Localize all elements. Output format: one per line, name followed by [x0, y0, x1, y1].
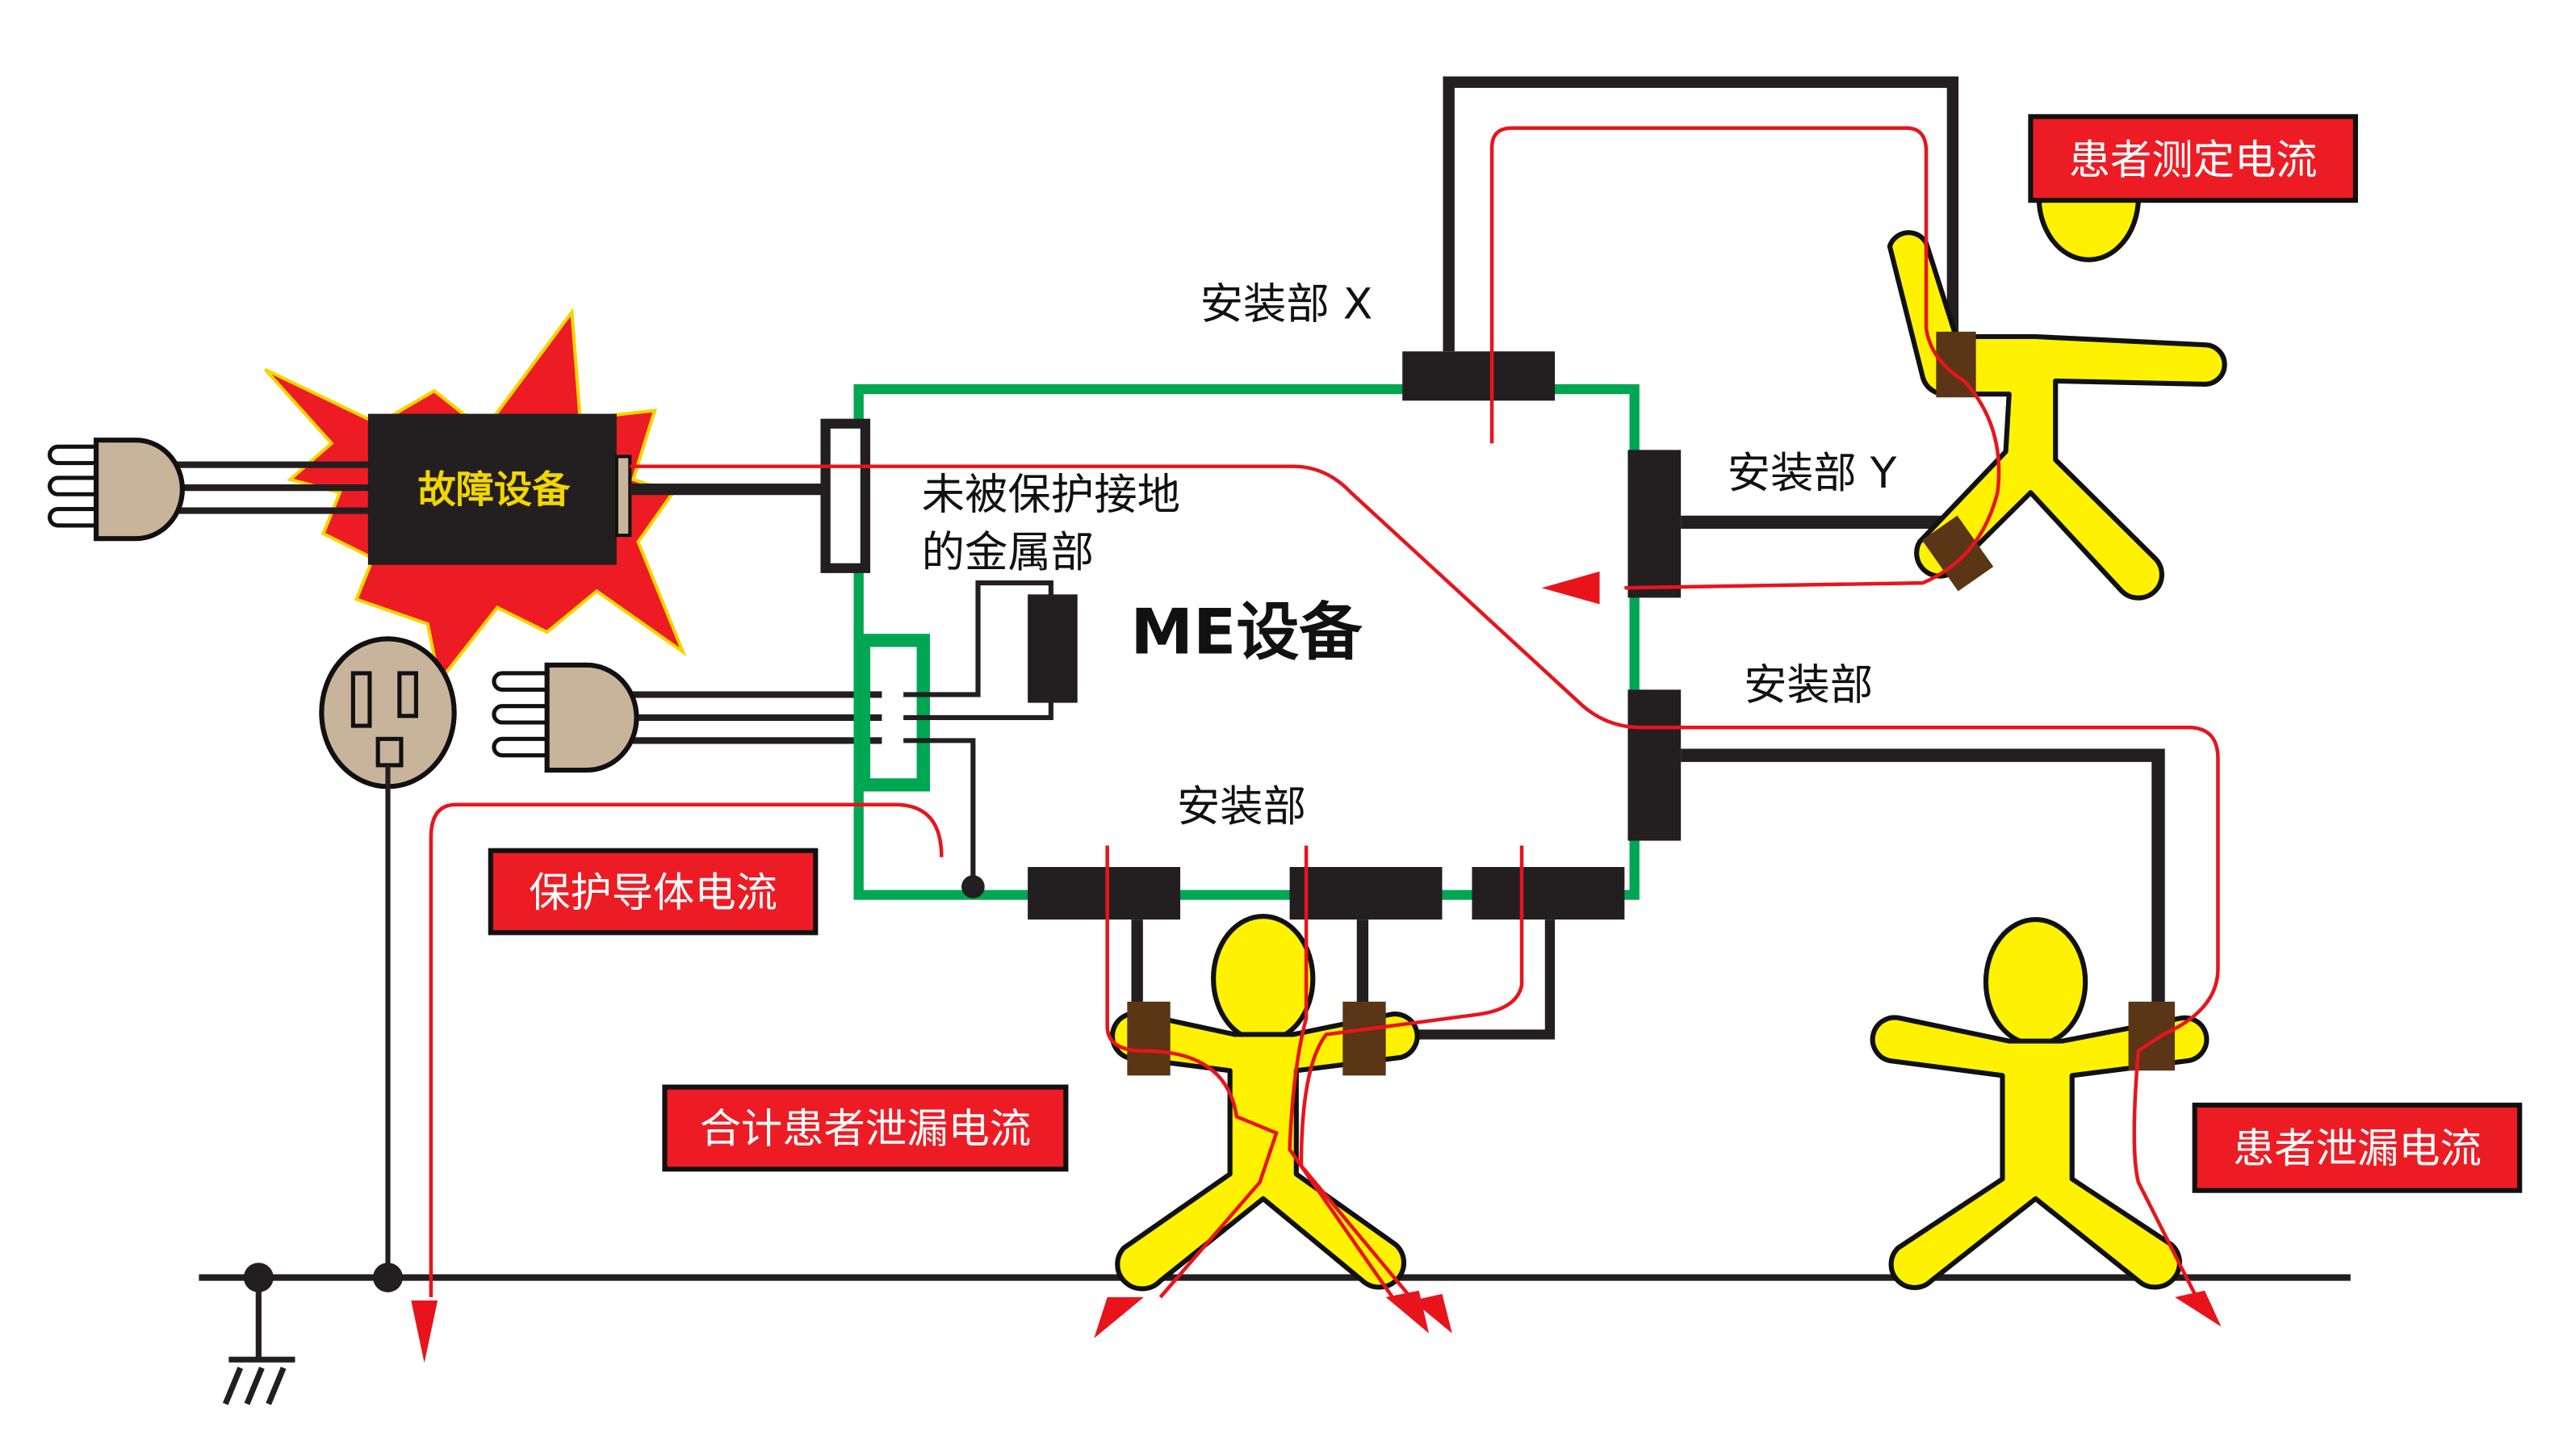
applied-part-x	[1402, 76, 1959, 401]
current-paths	[429, 126, 2220, 1307]
applied-part-x-label: 安装部 X	[1200, 279, 1373, 329]
svg-text:患者泄漏电流: 患者泄漏电流	[2233, 1125, 2482, 1173]
internal-wiring	[903, 580, 1053, 898]
fault-device-label: 故障设备	[417, 468, 571, 513]
arrow-icon	[411, 571, 2222, 1363]
plug-icon	[492, 662, 639, 773]
svg-text:患者测定电流: 患者测定电流	[2069, 137, 2318, 185]
ground-line	[199, 1263, 2351, 1292]
unprotected-metal-label-2: 的金属部	[922, 527, 1095, 577]
person-icon	[1109, 913, 1420, 1292]
outlet-icon	[319, 636, 457, 1278]
me-device-cord	[613, 691, 895, 744]
me-device-enclosure	[853, 383, 1640, 900]
me-device-label: ME设备	[1130, 597, 1363, 669]
fault-device-cord	[165, 461, 382, 514]
tag-total-patient-leakage-current: 合计患者泄漏电流	[662, 1084, 1069, 1172]
tag-patient-auxiliary-current: 患者测定电流	[2028, 114, 2358, 203]
connector	[820, 418, 871, 573]
svg-text:合计患者泄漏电流: 合计患者泄漏电流	[700, 1106, 1032, 1154]
applied-part-y	[1627, 450, 1957, 598]
person-icon	[1887, 132, 2227, 601]
applied-parts-bottom	[1028, 867, 1625, 1040]
applied-part-y-label: 安装部 Y	[1728, 448, 1897, 498]
tag-patient-leakage-current: 患者泄漏电流	[2192, 1102, 2523, 1193]
svg-text:保护导体电流: 保护导体电流	[529, 869, 777, 917]
applied-part-right	[1627, 689, 2165, 1010]
fault-device: 故障设备	[367, 413, 632, 565]
plug-icon	[48, 438, 185, 542]
tag-protective-conductor-current: 保护导体电流	[488, 848, 819, 936]
ground-symbol-icon	[222, 1277, 295, 1405]
applied-part-bottom-label: 安装部	[1177, 781, 1306, 831]
applied-part-right-label: 安装部	[1744, 660, 1873, 710]
unprotected-metal-label-1: 未被保护接地	[922, 470, 1180, 520]
person-icon	[1870, 917, 2209, 1291]
unprotected-metal-part	[1028, 594, 1078, 703]
